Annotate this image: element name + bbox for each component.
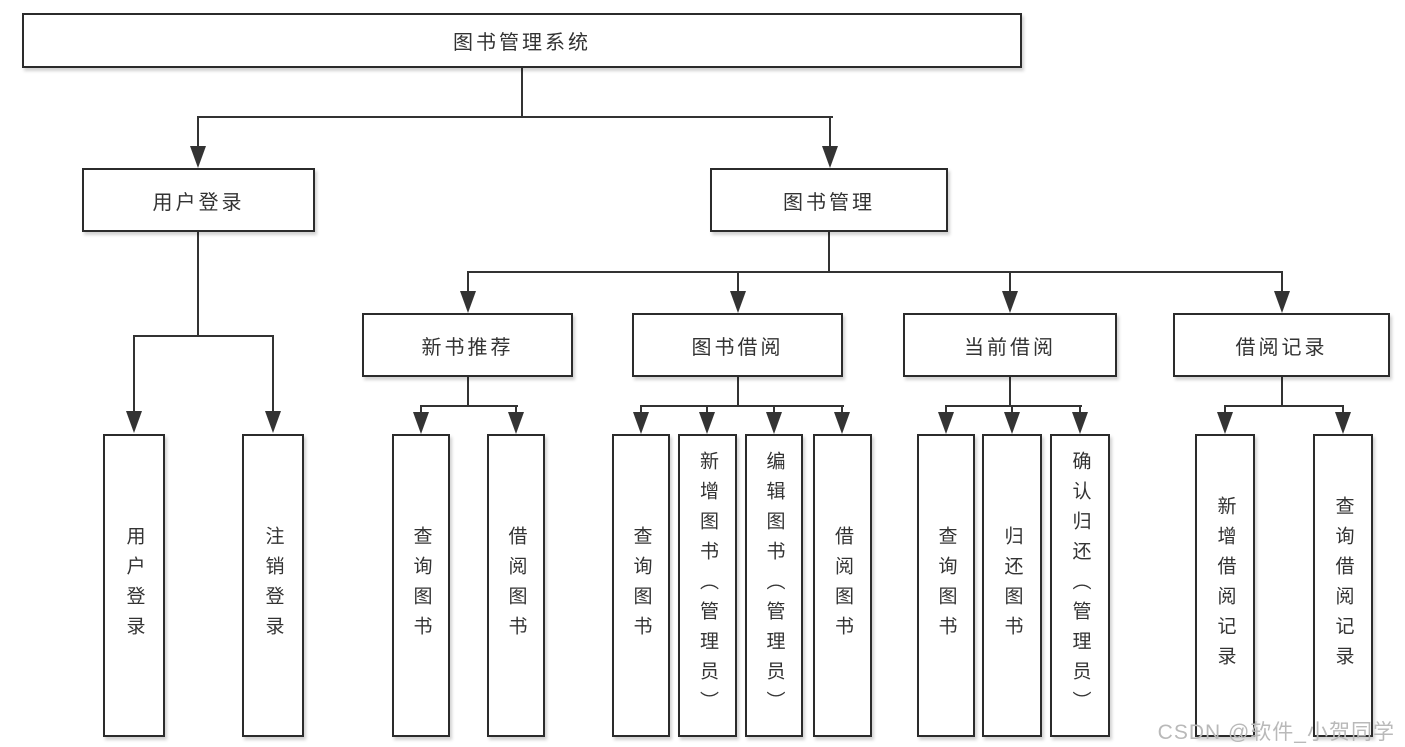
node-user-login-label: 用户登录: [152, 191, 245, 214]
edge-to-current-line: [1009, 271, 1011, 292]
edge-to-leaf-logout-line: [272, 335, 274, 412]
leaf-records-add-label: 新增借阅记录: [1214, 495, 1236, 676]
arrowhead-current-leaf1: [938, 412, 954, 434]
arrowhead-borrowing-leaf4: [834, 412, 850, 434]
leaf-borrowing-borrow: 借阅图书: [813, 434, 872, 737]
leaf-current-query: 查询图书: [917, 434, 975, 737]
edge-current-rail: [945, 405, 1082, 407]
node-borrowing: 图书借阅: [632, 313, 843, 377]
leaf-current-return-label: 归还图书: [1001, 525, 1023, 646]
arrowhead-borrowing-leaf3: [766, 412, 782, 434]
arrowhead-to-user-login: [190, 146, 206, 168]
leaf-logout-label: 注销登录: [262, 525, 284, 646]
node-records: 借阅记录: [1173, 313, 1390, 377]
edge-root-to-book-mgmt-line: [829, 116, 831, 147]
leaf-borrowing-add-label: 新增图书（管理员）: [697, 450, 718, 721]
leaf-borrowing-add: 新增图书（管理员）: [678, 434, 737, 737]
csdn-watermark: CSDN @软件_小贺同学: [1157, 721, 1395, 744]
arrowhead-new-books-leaf2: [508, 412, 524, 434]
edge-to-borrowing-line: [737, 271, 739, 292]
edge-user-login-rail: [133, 335, 274, 337]
leaf-records-query: 查询借阅记录: [1313, 434, 1373, 737]
edge-current-leaf2-line: [1011, 405, 1013, 413]
edge-root-rail: [197, 116, 833, 118]
node-borrowing-label: 图书借阅: [691, 336, 784, 359]
leaf-new-books-borrow: 借阅图书: [487, 434, 545, 737]
arrowhead-to-borrowing: [730, 291, 746, 313]
edge-borrowing-leaf4-line: [841, 405, 843, 413]
arrowhead-to-new-books: [460, 291, 476, 313]
edge-new-books-leaf2-line: [515, 405, 517, 413]
edge-records-leaf1-line: [1224, 405, 1226, 413]
node-records-label: 借阅记录: [1235, 336, 1328, 359]
edge-records-stem: [1281, 377, 1283, 406]
arrowhead-to-current: [1002, 291, 1018, 313]
arrowhead-borrowing-leaf2: [699, 412, 715, 434]
leaf-new-books-query: 查询图书: [392, 434, 450, 737]
leaf-records-add: 新增借阅记录: [1195, 434, 1255, 737]
leaf-user-login-label: 用户登录: [123, 525, 145, 646]
edge-current-leaf1-line: [945, 405, 947, 413]
leaf-current-return: 归还图书: [982, 434, 1042, 737]
edge-current-stem: [1009, 377, 1011, 406]
node-current: 当前借阅: [903, 313, 1117, 377]
edge-borrowing-leaf2-line: [706, 405, 708, 413]
leaf-borrowing-borrow-label: 借阅图书: [832, 525, 853, 646]
node-user-login: 用户登录: [82, 168, 315, 232]
node-root-label: 图书管理系统: [453, 32, 591, 54]
edge-new-books-stem: [467, 377, 469, 406]
leaf-borrowing-edit: 编辑图书（管理员）: [745, 434, 803, 737]
edge-to-leaf-login-line: [133, 335, 135, 412]
edge-borrowing-leaf1-line: [640, 405, 642, 413]
leaf-new-books-borrow-label: 借阅图书: [505, 525, 527, 646]
edge-book-mgmt-stem: [828, 232, 830, 272]
node-root-system: 图书管理系统: [22, 13, 1022, 68]
arrowhead-to-leaf-login: [126, 411, 142, 433]
edge-borrowing-stem: [737, 377, 739, 406]
leaf-logout: 注销登录: [242, 434, 304, 737]
node-new-books-label: 新书推荐: [421, 336, 514, 359]
leaf-current-query-label: 查询图书: [935, 525, 957, 646]
arrowhead-to-records: [1274, 291, 1290, 313]
arrowhead-records-leaf2: [1335, 412, 1351, 434]
leaf-borrowing-query-label: 查询图书: [630, 525, 652, 646]
edge-root-to-user-login-line: [197, 116, 199, 147]
leaf-borrowing-query: 查询图书: [612, 434, 670, 737]
edge-new-books-leaf1-line: [420, 405, 422, 413]
arrowhead-borrowing-leaf1: [633, 412, 649, 434]
node-new-books: 新书推荐: [362, 313, 573, 377]
edge-records-leaf2-line: [1342, 405, 1344, 413]
leaf-current-confirm-return-label: 确认归还（管理员）: [1069, 450, 1091, 721]
arrowhead-records-leaf1: [1217, 412, 1233, 434]
edge-current-leaf3-line: [1079, 405, 1081, 413]
edge-user-login-stem: [197, 232, 199, 336]
node-current-label: 当前借阅: [964, 336, 1056, 359]
node-book-mgmt: 图书管理: [710, 168, 948, 232]
edge-to-records-line: [1281, 271, 1283, 292]
edge-to-new-books-line: [467, 271, 469, 292]
leaf-user-login: 用户登录: [103, 434, 165, 737]
edge-borrowing-leaf3-line: [773, 405, 775, 413]
leaf-records-query-label: 查询借阅记录: [1332, 495, 1354, 676]
leaf-new-books-query-label: 查询图书: [410, 525, 432, 646]
arrowhead-to-leaf-logout: [265, 411, 281, 433]
edge-book-mgmt-rail: [467, 271, 1283, 273]
arrowhead-new-books-leaf1: [413, 412, 429, 434]
leaf-current-confirm-return: 确认归还（管理员）: [1050, 434, 1110, 737]
edge-root-stem: [521, 68, 523, 117]
edge-records-rail: [1224, 405, 1344, 407]
arrowhead-current-leaf3: [1072, 412, 1088, 434]
arrowhead-current-leaf2: [1004, 412, 1020, 434]
node-book-mgmt-label: 图书管理: [783, 191, 875, 214]
arrowhead-to-book-mgmt: [822, 146, 838, 168]
edge-borrowing-rail: [640, 405, 844, 407]
leaf-borrowing-edit-label: 编辑图书（管理员）: [763, 450, 785, 721]
edge-new-books-rail: [420, 405, 518, 407]
